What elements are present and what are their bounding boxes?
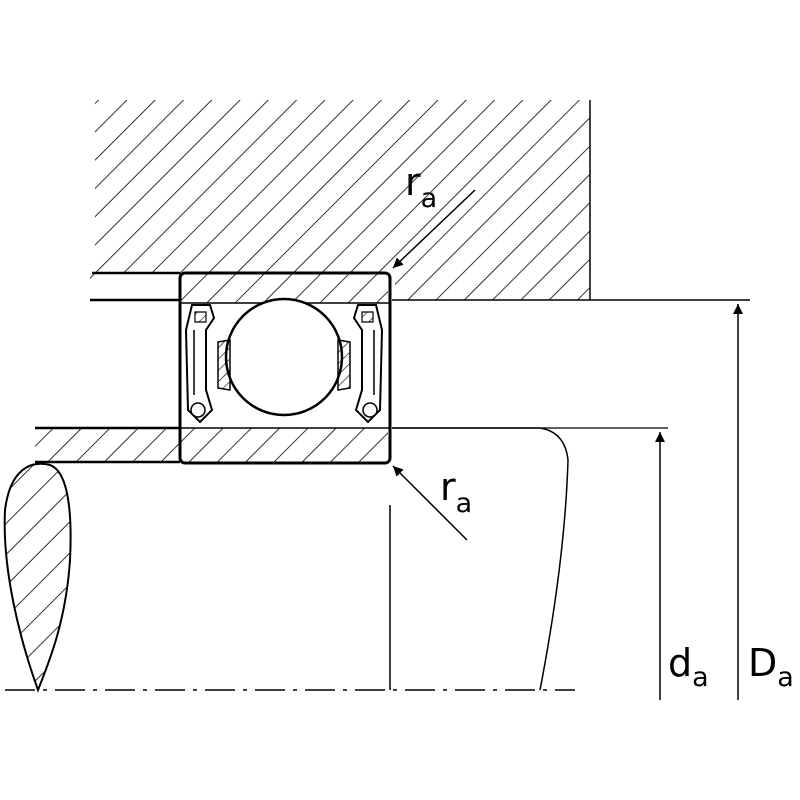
Da-label: Da [748, 641, 794, 693]
ball [224, 297, 344, 417]
right-seal [352, 304, 384, 424]
shaft-section [3, 462, 72, 693]
bearing [178, 271, 392, 465]
ra-bottom-leader [392, 465, 468, 541]
ra-top-leader [392, 189, 476, 269]
ra-top-label: ra [405, 160, 437, 214]
ra-bottom-label: ra [440, 465, 472, 519]
shaft [35, 426, 668, 691]
left-seal [184, 304, 216, 424]
da-label: da [668, 641, 709, 693]
